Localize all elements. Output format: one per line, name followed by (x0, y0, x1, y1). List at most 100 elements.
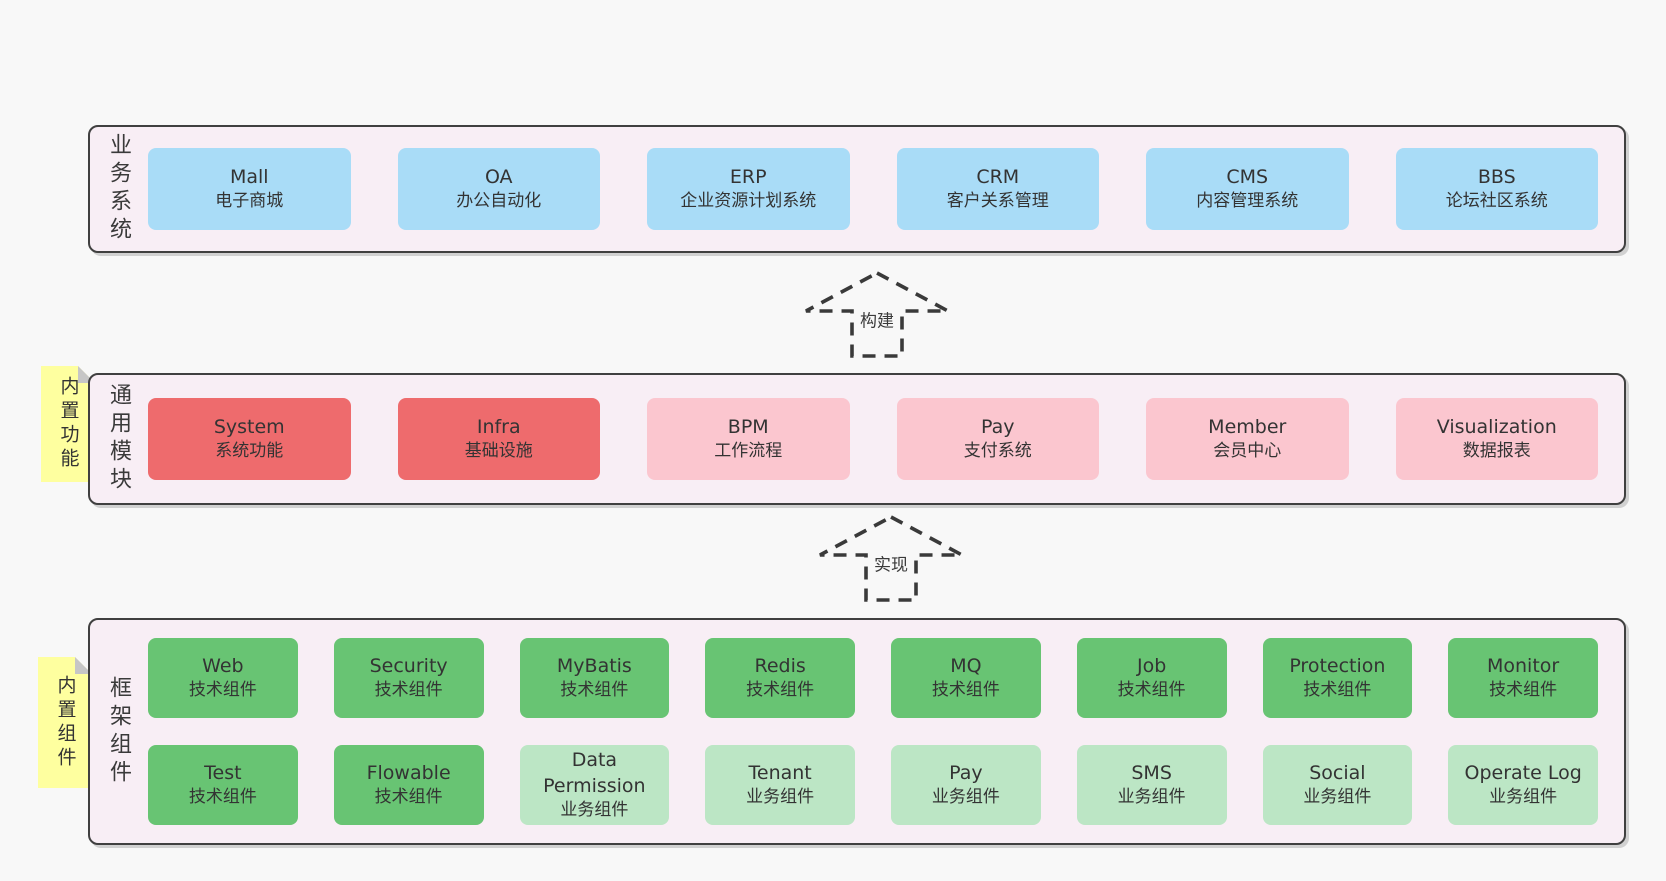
box-pay: Pay 支付系统 (896, 398, 1099, 480)
band-framework-components: 框架组件 Web 技术组件 Security 技术组件 MyBatis 技术组件… (88, 618, 1626, 845)
box-subtitle: 数据报表 (1462, 441, 1531, 462)
box-subtitle: 办公自动化 (456, 191, 542, 212)
box-title: MyBatis (556, 654, 632, 677)
box-subtitle: 电子商城 (215, 191, 284, 212)
box-job: Job 技术组件 (1076, 638, 1227, 718)
box-title: Pay (949, 761, 983, 784)
box-operate-log: Operate Log 业务组件 (1448, 745, 1598, 825)
box-social: Social 业务组件 (1262, 745, 1413, 825)
band-label: 框架组件 (106, 675, 131, 788)
box-subtitle: 技术组件 (188, 787, 257, 808)
box-subtitle: 技术组件 (188, 680, 257, 701)
box-title: Mall (229, 165, 269, 188)
box-protection: Protection 技术组件 (1262, 638, 1413, 718)
box-erp: ERP 企业资源计划系统 (647, 148, 850, 230)
box-row: System 系统功能 Infra 基础设施 BPM 工作流程 Pay 支付系统… (148, 398, 1598, 480)
box-subtitle: 技术组件 (1117, 680, 1186, 701)
box-infra: Infra 基础设施 (397, 398, 600, 480)
box-data-permission: Data Permission 业务组件 (519, 745, 670, 825)
box-subtitle: 客户关系管理 (946, 191, 1049, 212)
box-flowable: Flowable 技术组件 (333, 745, 484, 825)
box-subtitle: 企业资源计划系统 (680, 191, 817, 212)
box-title: Test (204, 761, 242, 784)
box-title: System (213, 415, 285, 438)
box-visualization: Visualization 数据报表 (1395, 398, 1598, 480)
box-row: Test 技术组件 Flowable 技术组件 Data Permission … (148, 745, 1598, 825)
box-subtitle: 技术组件 (746, 680, 815, 701)
box-subtitle: 内容管理系统 (1196, 191, 1299, 212)
box-title: Security (369, 654, 448, 677)
box-redis: Redis 技术组件 (705, 638, 855, 718)
box-title: Pay (981, 415, 1015, 438)
box-mybatis: MyBatis 技术组件 (519, 638, 670, 718)
box-security: Security 技术组件 (333, 638, 484, 718)
box-title: Web (202, 654, 244, 677)
box-row: Web 技术组件 Security 技术组件 MyBatis 技术组件 Redi… (148, 638, 1598, 718)
box-system: System 系统功能 (148, 398, 351, 480)
band-common-modules: 通用模块 System 系统功能 Infra 基础设施 BPM 工作流程 Pay (88, 373, 1626, 505)
box-title: BPM (727, 415, 769, 438)
box-sms: SMS 业务组件 (1076, 745, 1227, 825)
arrow-label: 构建 (857, 305, 897, 332)
box-title: Visualization (1436, 415, 1557, 438)
box-crm: CRM 客户关系管理 (896, 148, 1099, 230)
box-subtitle: 业务组件 (560, 800, 629, 821)
box-row: Mall 电子商城 OA 办公自动化 ERP 企业资源计划系统 CRM 客户关系… (148, 148, 1598, 230)
box-title: BBS (1477, 165, 1516, 188)
arrow-build: 构建 (802, 269, 952, 359)
box-title: CMS (1226, 165, 1269, 188)
arrow-label: 实现 (871, 549, 911, 576)
box-title: SMS (1131, 761, 1172, 784)
box-subtitle: 工作流程 (714, 441, 783, 462)
box-subtitle: 技术组件 (374, 680, 443, 701)
box-title: CRM (976, 165, 1020, 188)
box-mall: Mall 电子商城 (148, 148, 351, 230)
box-cms: CMS 内容管理系统 (1146, 148, 1349, 230)
band-rows: System 系统功能 Infra 基础设施 BPM 工作流程 Pay 支付系统… (146, 375, 1624, 503)
box-title: Protection (1289, 654, 1386, 677)
box-title: Data Permission (543, 748, 646, 797)
box-subtitle: 会员中心 (1213, 441, 1282, 462)
box-bbs: BBS 论坛社区系统 (1395, 148, 1598, 230)
box-web: Web 技术组件 (148, 638, 298, 718)
band-rows: Mall 电子商城 OA 办公自动化 ERP 企业资源计划系统 CRM 客户关系… (146, 127, 1624, 251)
sticky-note-built-in-components: 内置组件 (38, 657, 92, 788)
box-monitor: Monitor 技术组件 (1448, 638, 1598, 718)
box-test: Test 技术组件 (148, 745, 298, 825)
box-title: Member (1208, 415, 1287, 438)
box-mq: MQ 技术组件 (891, 638, 1041, 718)
box-title: Tenant (748, 761, 812, 784)
box-title: ERP (729, 165, 767, 188)
box-member: Member 会员中心 (1146, 398, 1349, 480)
box-subtitle: 业务组件 (1117, 787, 1186, 808)
box-title: Job (1136, 654, 1167, 677)
box-subtitle: 技术组件 (560, 680, 629, 701)
box-subtitle: 支付系统 (963, 441, 1032, 462)
box-subtitle: 业务组件 (1489, 787, 1558, 808)
block-arrow-up-icon (819, 514, 963, 602)
sticky-note-built-in-features: 内置功能 (41, 366, 95, 482)
box-subtitle: 业务组件 (1303, 787, 1372, 808)
box-subtitle: 技术组件 (1489, 680, 1558, 701)
box-title: MQ (950, 654, 982, 677)
band-rows: Web 技术组件 Security 技术组件 MyBatis 技术组件 Redi… (146, 620, 1624, 843)
box-subtitle: 技术组件 (374, 787, 443, 808)
arrow-implement: 实现 (816, 513, 966, 603)
box-subtitle: 技术组件 (1303, 680, 1372, 701)
box-title: Redis (754, 654, 806, 677)
box-title: Operate Log (1464, 761, 1582, 784)
box-bpm: BPM 工作流程 (647, 398, 850, 480)
band-business-systems: 业务系统 Mall 电子商城 OA 办公自动化 ERP 企业资源计划系统 CRM (88, 125, 1626, 253)
box-oa: OA 办公自动化 (397, 148, 600, 230)
box-title: Infra (476, 415, 521, 438)
box-subtitle: 论坛社区系统 (1445, 191, 1548, 212)
box-subtitle: 系统功能 (215, 441, 284, 462)
box-pay-biz: Pay 业务组件 (891, 745, 1041, 825)
box-title: Flowable (366, 761, 451, 784)
box-subtitle: 业务组件 (746, 787, 815, 808)
box-subtitle: 业务组件 (931, 787, 1000, 808)
band-label: 通用模块 (106, 383, 131, 495)
box-title: OA (484, 165, 513, 188)
box-title: Monitor (1487, 654, 1560, 677)
